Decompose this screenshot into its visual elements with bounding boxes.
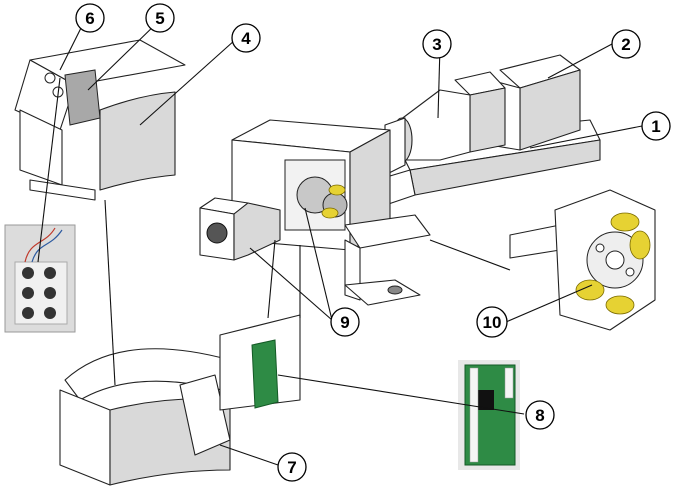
callout-3: 3 xyxy=(422,29,452,59)
spring-coupling xyxy=(509,189,656,331)
callout-7: 7 xyxy=(277,452,307,482)
motor xyxy=(454,54,581,153)
end-module xyxy=(199,197,281,261)
callout-8: 8 xyxy=(525,400,555,430)
callout-2: 2 xyxy=(611,29,641,59)
callout-4-label: 4 xyxy=(241,29,251,48)
callout-5-label: 5 xyxy=(155,9,164,28)
callout-1: 1 xyxy=(641,111,671,141)
pcb-photo xyxy=(458,360,520,470)
callout-10-label: 10 xyxy=(483,313,502,332)
callout-2-label: 2 xyxy=(621,35,630,54)
callout-5: 5 xyxy=(145,3,175,33)
callout-8-label: 8 xyxy=(535,406,544,425)
leader-lines xyxy=(37,19,643,466)
mount-bracket xyxy=(344,214,431,306)
callout-6-label: 6 xyxy=(85,9,94,28)
callout-9: 9 xyxy=(330,307,360,337)
callout-1-label: 1 xyxy=(651,117,660,136)
callout-4: 4 xyxy=(231,23,261,53)
callout-7-label: 7 xyxy=(287,458,296,477)
callout-3-label: 3 xyxy=(432,35,441,54)
upper-bracelet xyxy=(14,39,186,201)
lower-bracelet xyxy=(59,314,301,486)
callout-9-label: 9 xyxy=(340,313,349,332)
callout-6: 6 xyxy=(75,3,105,33)
callout-10: 10 xyxy=(476,306,508,338)
